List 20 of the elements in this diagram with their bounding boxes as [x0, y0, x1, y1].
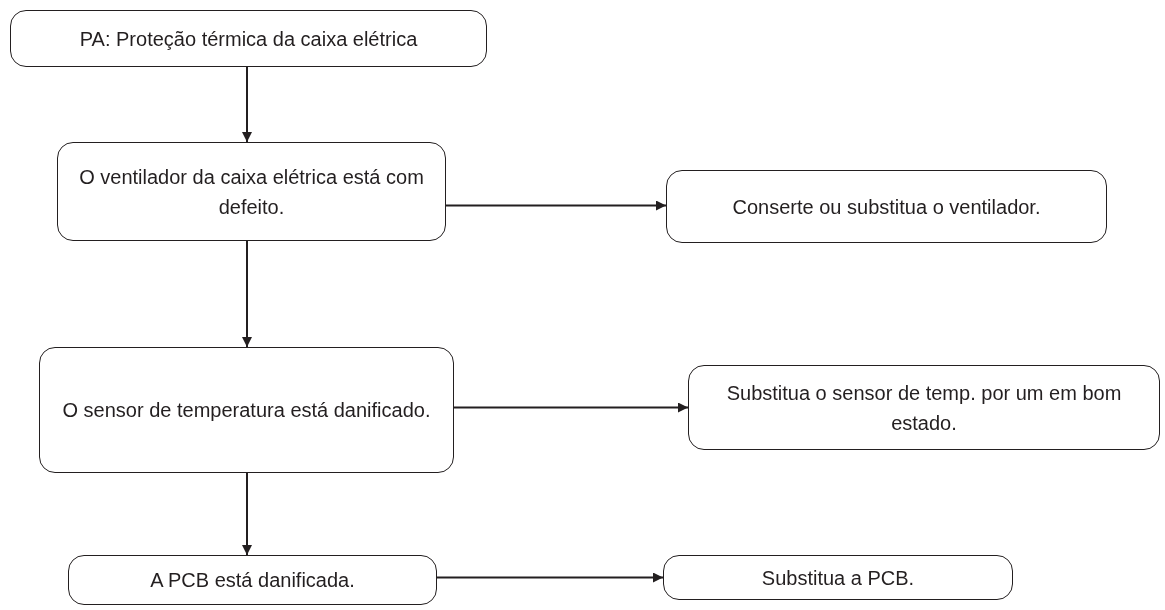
process-box	[688, 365, 1160, 450]
box-text: PA: Proteção térmica da caixa elétrica	[79, 26, 418, 52]
arrow	[242, 472, 252, 556]
box-text: O ventilador da caixa elétrica está com defeito.	[78, 164, 425, 220]
box-text: Substitua o sensor de temp. por um em bom estado.	[725, 380, 1123, 436]
arrow	[453, 402, 689, 413]
box-text: Conserte ou substitua o ventilador.	[732, 194, 1041, 220]
process-box	[57, 142, 446, 241]
arrow	[242, 66, 252, 143]
process-box	[68, 555, 437, 605]
arrow	[436, 572, 664, 583]
process-box	[666, 170, 1107, 243]
process-box	[663, 555, 1013, 600]
arrow	[445, 200, 667, 211]
process-box	[39, 347, 454, 473]
box-text: A PCB está danificada.	[150, 568, 355, 593]
process-box	[10, 10, 487, 67]
arrow	[242, 240, 252, 348]
box-text: O sensor de temperatura está danificado.	[62, 398, 431, 423]
box-text: Substitua a PCB.	[761, 565, 915, 591]
